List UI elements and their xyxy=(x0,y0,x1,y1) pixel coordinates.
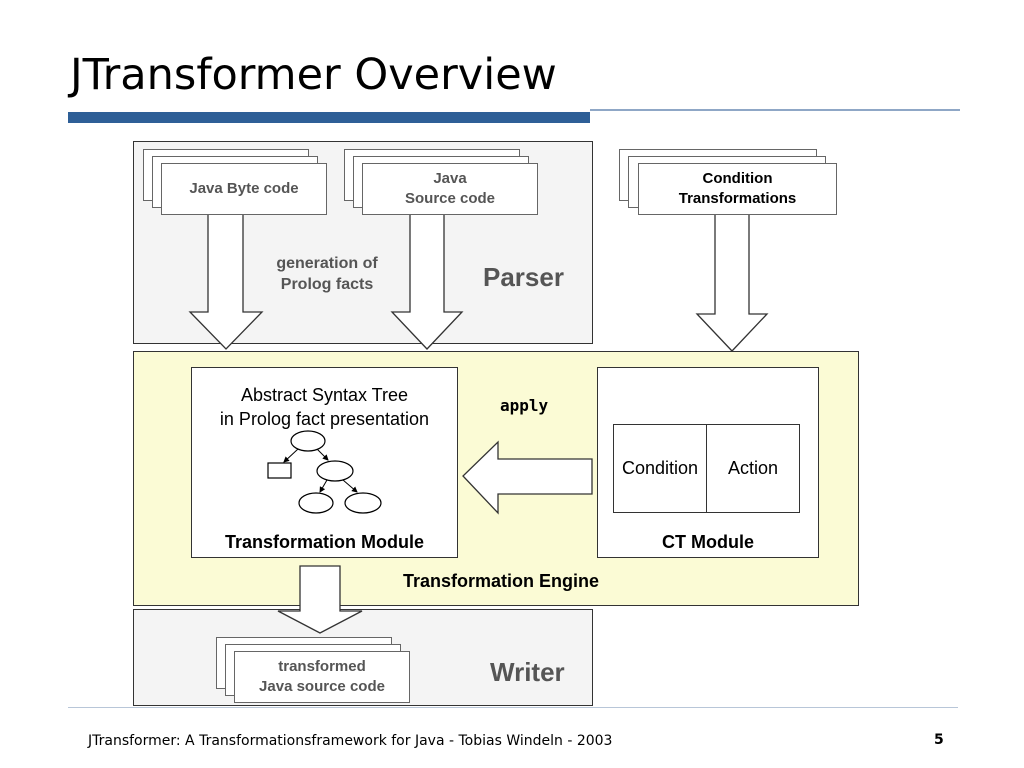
java-source-code-card: Java Source code xyxy=(362,163,538,215)
transformed-java-source-card: transformed Java source code xyxy=(234,651,410,703)
apply-left-arrow xyxy=(462,440,593,515)
ast-tree-diagram xyxy=(267,430,382,514)
slide-title: JTransformer Overview xyxy=(70,50,557,100)
writer-down-arrow xyxy=(277,565,363,634)
tree-leaf-rect xyxy=(267,462,292,479)
footer-rule xyxy=(68,707,958,708)
generation-label: generation of Prolog facts xyxy=(276,255,378,293)
java-bytecode-card: Java Byte code xyxy=(161,163,327,215)
sourcecode-down-arrow xyxy=(390,209,464,350)
ct-module-box xyxy=(597,367,819,558)
footer-text: JTransformer: A Transformationsframework… xyxy=(88,733,613,749)
bytecode-down-arrow xyxy=(188,209,264,350)
condition-cell: Condition xyxy=(613,424,707,513)
tree-root-node xyxy=(290,430,326,452)
parser-label: Parser xyxy=(483,262,564,292)
writer-label: Writer xyxy=(490,657,565,687)
transformation-engine-label: Transformation Engine xyxy=(403,571,600,591)
transformation-module-label: Transformation Module xyxy=(224,532,424,552)
title-accent-bar xyxy=(68,112,590,123)
condition-label: Condition xyxy=(621,458,699,478)
ast-description: Abstract Syntax Tree in Prolog fact pres… xyxy=(219,385,430,429)
tree-mid-node xyxy=(316,460,354,482)
title-rule xyxy=(590,109,960,111)
page-number: 5 xyxy=(934,732,944,748)
condition-transformations-card: Condition Transformations xyxy=(638,163,837,215)
action-cell: Action xyxy=(706,424,800,513)
ct-module-label: CT Module xyxy=(662,532,754,552)
action-label: Action xyxy=(727,458,779,478)
tree-right-leaf xyxy=(344,492,382,514)
apply-label: apply xyxy=(500,396,549,415)
ct-down-arrow xyxy=(695,209,769,352)
tree-left-leaf xyxy=(298,492,334,514)
